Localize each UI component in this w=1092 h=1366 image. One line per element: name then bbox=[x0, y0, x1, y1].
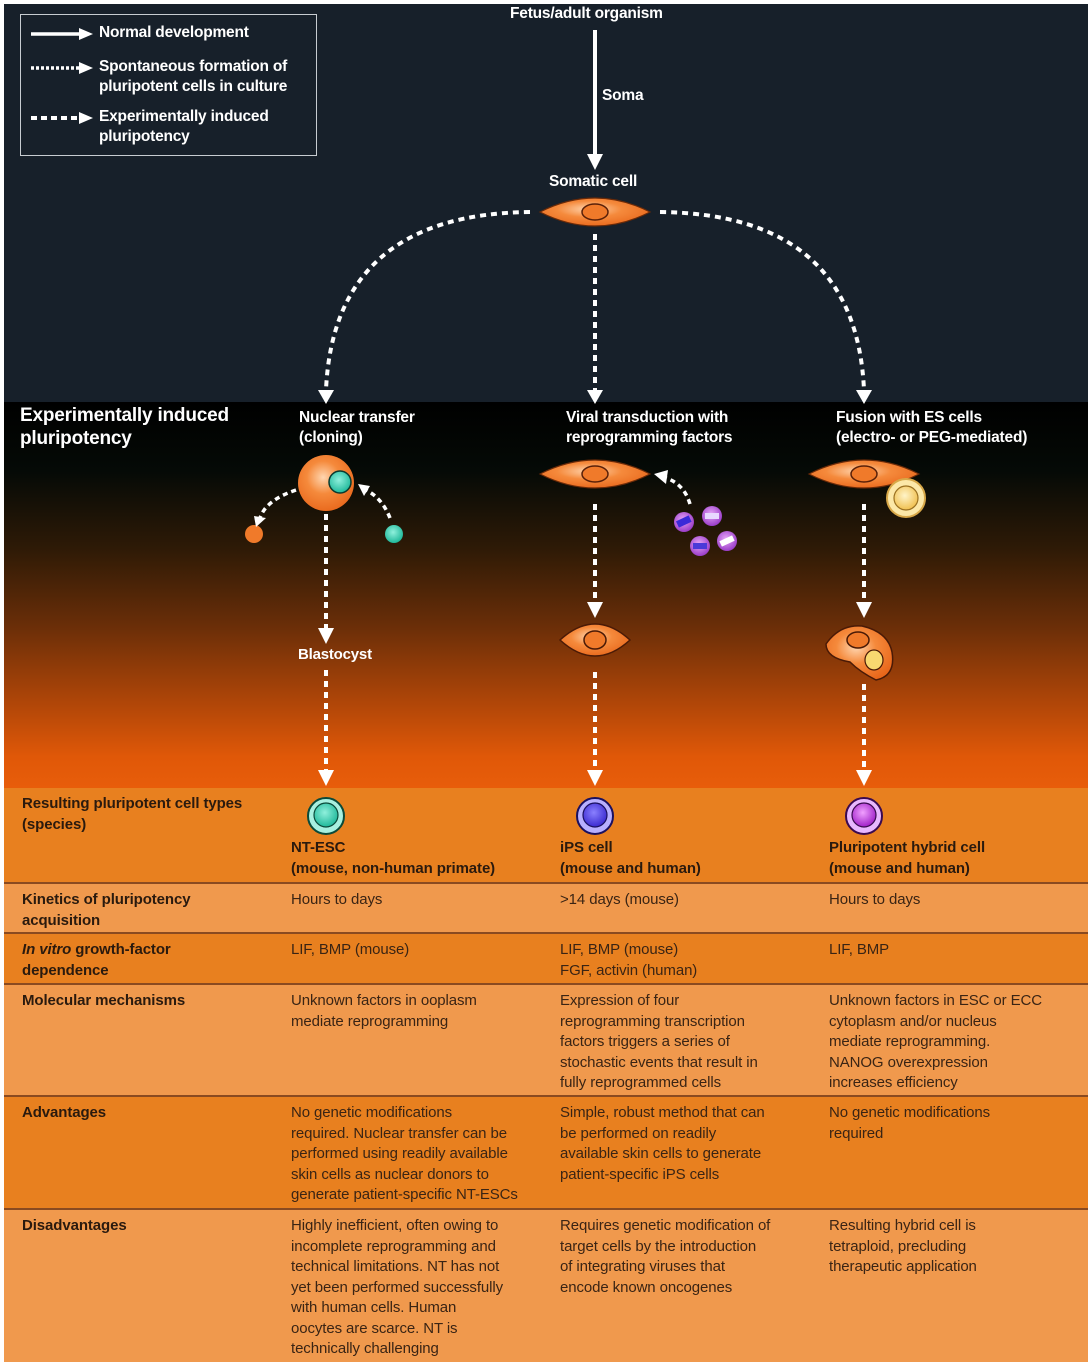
table-cell: Hours to days bbox=[829, 891, 921, 908]
hybrid-cell-intermediate-icon bbox=[825, 625, 894, 681]
experimental-arrow-left bbox=[318, 210, 531, 404]
table-row-mechanisms: Molecular mechanisms Unknown factors in … bbox=[4, 985, 1088, 1097]
dotted-arrow-icon bbox=[31, 62, 93, 74]
es-cell-icon bbox=[886, 478, 926, 518]
removed-nucleus-icon bbox=[245, 488, 297, 543]
viral-arrow-to-intermediate bbox=[587, 504, 603, 618]
cell-type-hybrid: Pluripotent hybrid cell (mouse and human… bbox=[829, 839, 986, 877]
donor-nucleus-icon bbox=[358, 484, 403, 543]
cell-type-nt-esc: NT-ESC (mouse, non-human primate) bbox=[291, 839, 496, 877]
nt-esc-cell-icon bbox=[307, 797, 345, 835]
legend: Normal development Spontaneous formation… bbox=[20, 14, 317, 156]
experimental-arrow-right bbox=[659, 210, 872, 404]
table-row-advantages: Advantages No genetic modifications requ… bbox=[4, 1097, 1088, 1210]
ips-cell-icon bbox=[576, 797, 614, 835]
flow-diagram bbox=[245, 30, 926, 786]
table-cell: Requires genetic modification of target … bbox=[560, 1217, 771, 1296]
row-header: In vitro growth-factor dependence bbox=[22, 940, 287, 981]
legend-item-experimental: Experimentally induced pluripotency bbox=[29, 107, 269, 147]
comparison-table: Resulting pluripotent cell types (specie… bbox=[4, 788, 1088, 1362]
nt-arrow-to-result bbox=[318, 670, 334, 786]
viral-arrow-to-result bbox=[587, 672, 603, 786]
somatic-cell-icon bbox=[538, 197, 652, 227]
fusion-somatic-cell-icon bbox=[807, 459, 921, 489]
table-cell: Simple, robust method that can be perfor… bbox=[560, 1104, 765, 1183]
legend-label: Normal development bbox=[99, 24, 249, 41]
virus-particles-icon bbox=[674, 506, 737, 556]
somatic-cell-label: Somatic cell bbox=[549, 173, 638, 190]
oocyte-icon bbox=[298, 455, 354, 511]
soma-label: Soma bbox=[602, 87, 644, 104]
fusion-arrow-to-result bbox=[856, 684, 872, 786]
viral-entry-arrow bbox=[654, 470, 692, 505]
legend-label: Experimentally induced pluripotency bbox=[99, 108, 269, 145]
origin-label: Fetus/adult organism bbox=[510, 5, 663, 22]
reprogramming-cell-icon bbox=[558, 623, 632, 657]
table-cell: LIF, BMP (mouse) FGF, activin (human) bbox=[560, 941, 698, 979]
row-header: Resulting pluripotent cell types (specie… bbox=[22, 795, 243, 833]
table-cell: No genetic modifications required. Nucle… bbox=[291, 1104, 518, 1203]
method-label-nuclear-transfer: Nuclear transfer (cloning) bbox=[299, 409, 415, 446]
nt-arrow-to-blastocyst bbox=[318, 514, 334, 644]
table-cell: Unknown factors in ESC or ECC cytoplasm … bbox=[829, 992, 1043, 1091]
legend-item-spontaneous: Spontaneous formation of pluripotent cel… bbox=[29, 57, 287, 97]
gradient-background bbox=[4, 402, 1088, 788]
table-cell: Hours to days bbox=[291, 891, 383, 908]
row-header: Kinetics of pluripotency acquisition bbox=[22, 891, 191, 929]
row-header: Advantages bbox=[22, 1104, 107, 1121]
table-cell: >14 days (mouse) bbox=[560, 891, 679, 908]
table-cell: Resulting hybrid cell is tetraploid, pre… bbox=[829, 1217, 977, 1275]
table-cell: No genetic modifications required bbox=[829, 1104, 991, 1142]
pluripotency-figure: Normal development Spontaneous formation… bbox=[4, 4, 1088, 1362]
top-background bbox=[4, 4, 1088, 402]
fusion-arrow-to-intermediate bbox=[856, 504, 872, 618]
table-cell: Expression of four reprogramming transcr… bbox=[560, 992, 758, 1091]
legend-label: Spontaneous formation of pluripotent cel… bbox=[99, 58, 288, 95]
row-header: Disadvantages bbox=[22, 1217, 127, 1234]
section-title: Experimentally induced pluripotency bbox=[20, 405, 229, 449]
table-cell: Unknown factors in ooplasm mediate repro… bbox=[291, 992, 477, 1030]
normal-development-arrow bbox=[587, 30, 603, 170]
table-row-growth-factor: In vitro growth-factor dependence LIF, B… bbox=[4, 934, 1088, 985]
table-cell: LIF, BMP bbox=[829, 941, 890, 958]
experimental-arrow-center bbox=[587, 234, 603, 404]
cell-type-ips: iPS cell (mouse and human) bbox=[560, 839, 701, 877]
blastocyst-label: Blastocyst bbox=[298, 646, 372, 663]
method-label-viral-transduction: Viral transduction with reprogramming fa… bbox=[566, 409, 733, 446]
solid-arrow-icon bbox=[31, 28, 93, 40]
table-cell: LIF, BMP (mouse) bbox=[291, 941, 410, 958]
target-somatic-cell-icon bbox=[538, 459, 652, 489]
hybrid-cell-icon bbox=[845, 797, 883, 835]
table-row-kinetics: Kinetics of pluripotency acquisition Hou… bbox=[4, 884, 1088, 934]
method-label-fusion: Fusion with ES cells (electro- or PEG-me… bbox=[836, 409, 1028, 446]
table-row-disadvantages: Disadvantages Highly inefficient, often … bbox=[4, 1210, 1088, 1362]
table-row-cell-types: Resulting pluripotent cell types (specie… bbox=[4, 788, 1088, 884]
row-header: Molecular mechanisms bbox=[22, 992, 186, 1009]
table-cell: Highly inefficient, often owing to incom… bbox=[291, 1217, 504, 1357]
legend-item-normal: Normal development bbox=[29, 23, 249, 43]
row-header-italic: In vitro bbox=[22, 941, 72, 958]
row-header-rest: growth-factor dependence bbox=[22, 941, 171, 979]
dashed-arrow-icon bbox=[31, 112, 93, 124]
